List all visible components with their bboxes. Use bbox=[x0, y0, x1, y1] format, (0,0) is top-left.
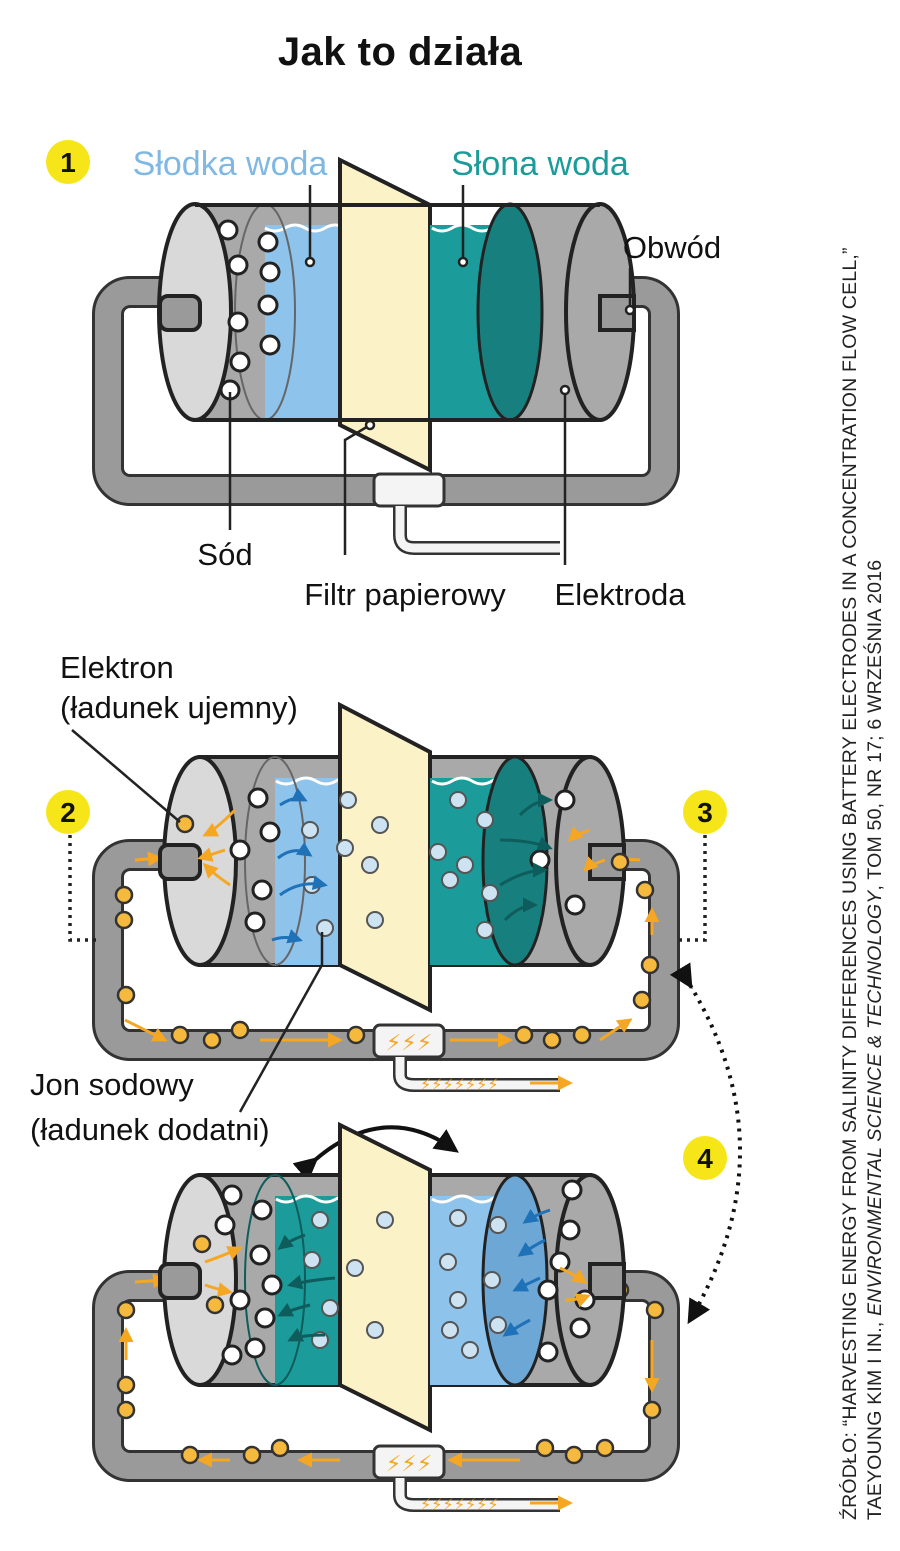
panel-1: 1 Słodka woda Słona woda Obwód Sód Filtr… bbox=[46, 140, 721, 612]
electron-label: Elektron bbox=[60, 650, 174, 685]
sodium-label: Sód bbox=[197, 537, 252, 572]
step-badge-2 bbox=[46, 790, 90, 834]
paper-filter bbox=[338, 156, 432, 474]
source-line-2: TAEYOUNG KIM I IN., ENVIRONMENTAL SCIENC… bbox=[864, 559, 886, 1520]
svg-text:1: 1 bbox=[60, 147, 76, 178]
sodium-ion-label-charge: (ładunek dodatni) bbox=[30, 1112, 270, 1147]
svg-text:⚡⚡⚡⚡⚡⚡⚡: ⚡⚡⚡⚡⚡⚡⚡ bbox=[420, 1075, 499, 1094]
circuit-connector bbox=[372, 472, 446, 508]
source-citation: ŹRÓDŁO: “HARVESTING ENERGY FROM SALINITY… bbox=[838, 50, 888, 1520]
paper-filter-label: Filtr papierowy bbox=[304, 577, 506, 612]
circuit-label: Obwód bbox=[623, 230, 721, 265]
panel-2-3: ⚡⚡⚡ ⚡⚡⚡⚡⚡⚡⚡ bbox=[30, 650, 727, 1147]
svg-text:⚡⚡⚡: ⚡⚡⚡ bbox=[386, 1031, 432, 1056]
sodium-ion-label: Jon sodowy bbox=[30, 1067, 194, 1102]
electron-label-charge: (ładunek ujemny) bbox=[60, 690, 298, 725]
svg-text:3: 3 bbox=[697, 797, 713, 828]
source-line-1: ŹRÓDŁO: “HARVESTING ENERGY FROM SALINITY… bbox=[839, 247, 861, 1520]
step-badge-1 bbox=[46, 140, 90, 184]
svg-text:2: 2 bbox=[60, 797, 76, 828]
electrode-label: Elektroda bbox=[555, 577, 687, 612]
fresh-water bbox=[265, 225, 360, 420]
source-journal: ENVIRONMENTAL SCIENCE & TECHNOLOGY bbox=[864, 890, 886, 1316]
sodium-atoms bbox=[217, 219, 281, 401]
svg-text:4: 4 bbox=[697, 1143, 713, 1174]
page-title: Jak to działa bbox=[277, 30, 523, 74]
svg-text:⚡⚡⚡: ⚡⚡⚡ bbox=[386, 1452, 432, 1477]
svg-text:⚡⚡⚡⚡⚡⚡⚡: ⚡⚡⚡⚡⚡⚡⚡ bbox=[420, 1495, 499, 1514]
electrons bbox=[114, 880, 660, 1050]
step-badge-4 bbox=[683, 1136, 727, 1180]
salt-water-label: Słona woda bbox=[451, 145, 629, 183]
panel-4: 4 ⚡⚡⚡ ⚡⚡⚡⚡⚡⚡⚡ bbox=[92, 962, 742, 1514]
fresh-water-label: Słodka woda bbox=[133, 145, 328, 183]
step-badge-3 bbox=[683, 790, 727, 834]
